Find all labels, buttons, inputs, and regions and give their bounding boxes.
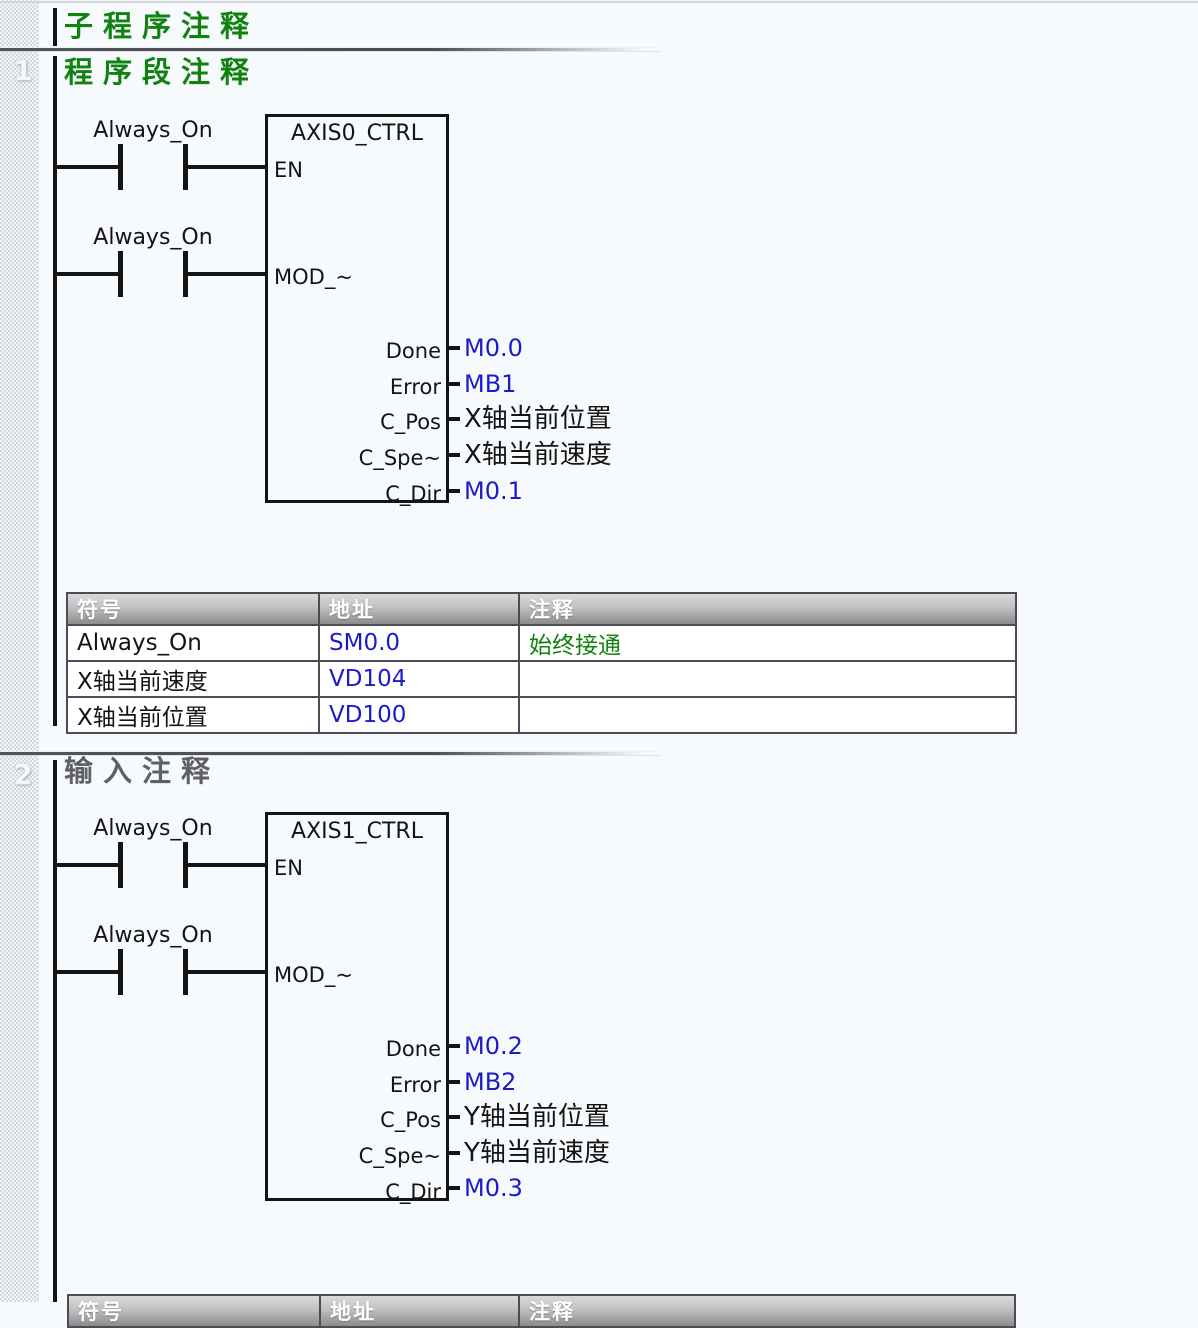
contact-bar-right[interactable] <box>183 144 188 190</box>
rung-wire <box>55 970 118 974</box>
contact-bar-left[interactable] <box>118 144 123 190</box>
output-wire <box>448 417 460 421</box>
output-wire <box>448 453 460 457</box>
power-rail <box>53 760 57 1302</box>
symbol-table: 符号 地址 注释 Always_On SM0.0 始终接通 X轴当前速度 VD1… <box>66 592 1017 734</box>
rung-wire <box>188 272 265 276</box>
output-wire <box>448 489 460 493</box>
block-pin-mod: MOD_~ <box>274 265 353 289</box>
symbol-table-header-comment: 注释 <box>518 1294 1016 1328</box>
network-number: 2 <box>13 758 33 791</box>
symbol-cell[interactable]: Always_On <box>66 624 320 662</box>
block-pin-error: Error <box>389 1073 441 1097</box>
address-cell[interactable]: SM0.0 <box>318 624 520 662</box>
output-operand[interactable]: X轴当前速度 <box>464 440 612 470</box>
contact-bar-left[interactable] <box>118 949 123 995</box>
power-rail-stub <box>53 8 57 46</box>
block-pin-en: EN <box>274 158 303 182</box>
block-pin-cpos: C_Pos <box>380 410 441 434</box>
block-pin-mod: MOD_~ <box>274 963 353 987</box>
table-row: X轴当前速度 VD104 <box>66 660 1017 698</box>
output-operand[interactable]: Y轴当前速度 <box>464 1138 610 1168</box>
power-rail <box>53 56 57 726</box>
function-block-title: AXIS0_CTRL <box>291 121 423 146</box>
block-pin-en: EN <box>274 856 303 880</box>
rung-wire <box>188 165 265 169</box>
symbol-table-header-symbol: 符号 <box>67 1294 321 1328</box>
network-comment[interactable]: 程序段注释 <box>64 55 260 89</box>
network-comment[interactable]: 输入注释 <box>64 754 221 788</box>
network-divider <box>0 752 660 755</box>
symbol-table-header-comment: 注释 <box>518 592 1017 626</box>
contact-label[interactable]: Always_On <box>93 816 213 841</box>
output-wire <box>448 1186 460 1190</box>
output-operand[interactable]: M0.0 <box>464 334 523 362</box>
contact-bar-right[interactable] <box>183 949 188 995</box>
rung-wire <box>188 863 265 867</box>
comment-cell[interactable]: 始终接通 <box>518 624 1017 662</box>
table-row: Always_On SM0.0 始终接通 <box>66 624 1017 662</box>
rung-wire <box>55 272 118 276</box>
output-operand[interactable]: X轴当前位置 <box>464 404 612 434</box>
block-pin-error: Error <box>389 375 441 399</box>
network-margin-strip <box>0 0 39 1302</box>
symbol-cell[interactable]: X轴当前位置 <box>66 696 320 734</box>
contact-bar-right[interactable] <box>183 842 188 888</box>
symbol-table-header-symbol: 符号 <box>66 592 320 626</box>
symbol-table-header-address: 地址 <box>319 1294 520 1328</box>
block-pin-cpos: C_Pos <box>380 1108 441 1132</box>
rung-wire <box>55 165 118 169</box>
contact-label[interactable]: Always_On <box>93 118 213 143</box>
block-pin-cspe: C_Spe~ <box>358 446 441 470</box>
output-wire <box>448 346 460 350</box>
contact-label[interactable]: Always_On <box>93 225 213 250</box>
rung-wire <box>55 863 118 867</box>
contact-label[interactable]: Always_On <box>93 923 213 948</box>
output-operand[interactable]: M0.3 <box>464 1174 523 1202</box>
block-pin-done: Done <box>385 1037 441 1061</box>
table-row: X轴当前位置 VD100 <box>66 696 1017 734</box>
output-operand[interactable]: M0.1 <box>464 477 523 505</box>
output-operand[interactable]: M0.2 <box>464 1032 523 1060</box>
output-wire <box>448 1044 460 1048</box>
function-block-title: AXIS1_CTRL <box>291 819 423 844</box>
block-pin-cspe: C_Spe~ <box>358 1144 441 1168</box>
symbol-table-partial: 符号 地址 注释 <box>67 1294 1016 1328</box>
address-cell[interactable]: VD104 <box>318 660 520 698</box>
output-operand[interactable]: MB2 <box>464 1068 517 1096</box>
network-divider <box>0 48 660 51</box>
output-wire <box>448 1151 460 1155</box>
contact-bar-right[interactable] <box>183 251 188 297</box>
output-wire <box>448 1115 460 1119</box>
contact-bar-left[interactable] <box>118 251 123 297</box>
output-wire <box>448 382 460 386</box>
subroutine-comment[interactable]: 子程序注释 <box>64 9 260 43</box>
block-pin-cdir: C_Dir <box>385 482 441 506</box>
symbol-table-header-address: 地址 <box>318 592 520 626</box>
block-pin-done: Done <box>385 339 441 363</box>
function-block[interactable]: AXIS1_CTRL EN MOD_~ Done Error C_Pos C_S… <box>265 812 449 1204</box>
contact-bar-left[interactable] <box>118 842 123 888</box>
rung-wire <box>188 970 265 974</box>
output-wire <box>448 1080 460 1084</box>
output-operand[interactable]: MB1 <box>464 370 517 398</box>
function-block[interactable]: AXIS0_CTRL EN MOD_~ Done Error C_Pos C_S… <box>265 114 449 506</box>
block-pin-cdir: C_Dir <box>385 1180 441 1204</box>
address-cell[interactable]: VD100 <box>318 696 520 734</box>
network-number: 1 <box>13 54 33 87</box>
comment-cell[interactable] <box>518 696 1017 734</box>
comment-cell[interactable] <box>518 660 1017 698</box>
output-operand[interactable]: Y轴当前位置 <box>464 1102 610 1132</box>
top-divider-line <box>0 1 1198 3</box>
symbol-cell[interactable]: X轴当前速度 <box>66 660 320 698</box>
